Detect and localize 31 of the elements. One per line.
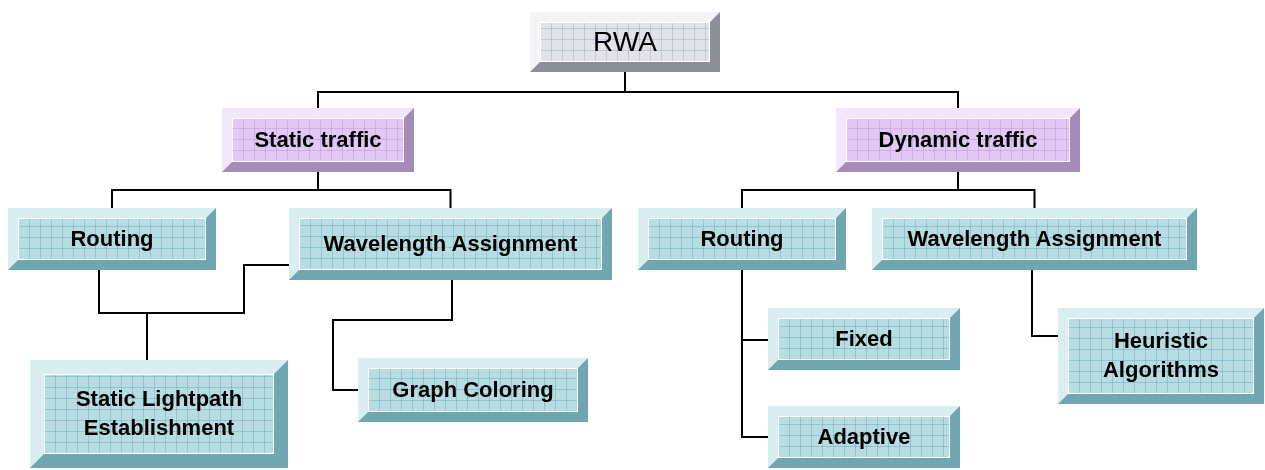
connector-line — [146, 264, 290, 361]
bevel-box — [289, 208, 612, 280]
node-label: Graph Coloring — [391, 375, 555, 404]
connector-line — [332, 279, 453, 391]
node-label: Routing — [699, 224, 785, 253]
connector-line — [317, 171, 452, 209]
bevel-box — [638, 208, 846, 270]
node-label: Static traffic — [253, 125, 383, 154]
bevel-box — [768, 308, 960, 370]
bevel-box — [530, 12, 720, 72]
node-label: Adaptive — [816, 422, 912, 451]
connector-line — [957, 171, 1036, 209]
bevel-box — [358, 358, 588, 422]
bevel-box — [8, 208, 216, 270]
bevel-box — [836, 108, 1080, 172]
bevel-box — [768, 406, 960, 468]
bevel-box — [1058, 308, 1264, 404]
bevel-box — [222, 108, 414, 172]
node-label: Heuristic Algorithms — [1101, 327, 1221, 384]
node-label: RWA — [592, 24, 658, 59]
connector-line — [1031, 269, 1059, 337]
node-label: Fixed — [834, 324, 894, 353]
node-label: Wavelength Assignment — [906, 224, 1163, 253]
bevel-box — [30, 360, 288, 468]
node-label: Wavelength Assignment — [322, 229, 579, 258]
node-label: Static Lightpath Establishment — [74, 385, 244, 442]
bevel-box — [872, 208, 1197, 270]
connector-line — [624, 71, 959, 109]
node-label: Dynamic traffic — [877, 125, 1039, 154]
node-label: Routing — [69, 224, 155, 253]
connector-line — [741, 269, 769, 438]
